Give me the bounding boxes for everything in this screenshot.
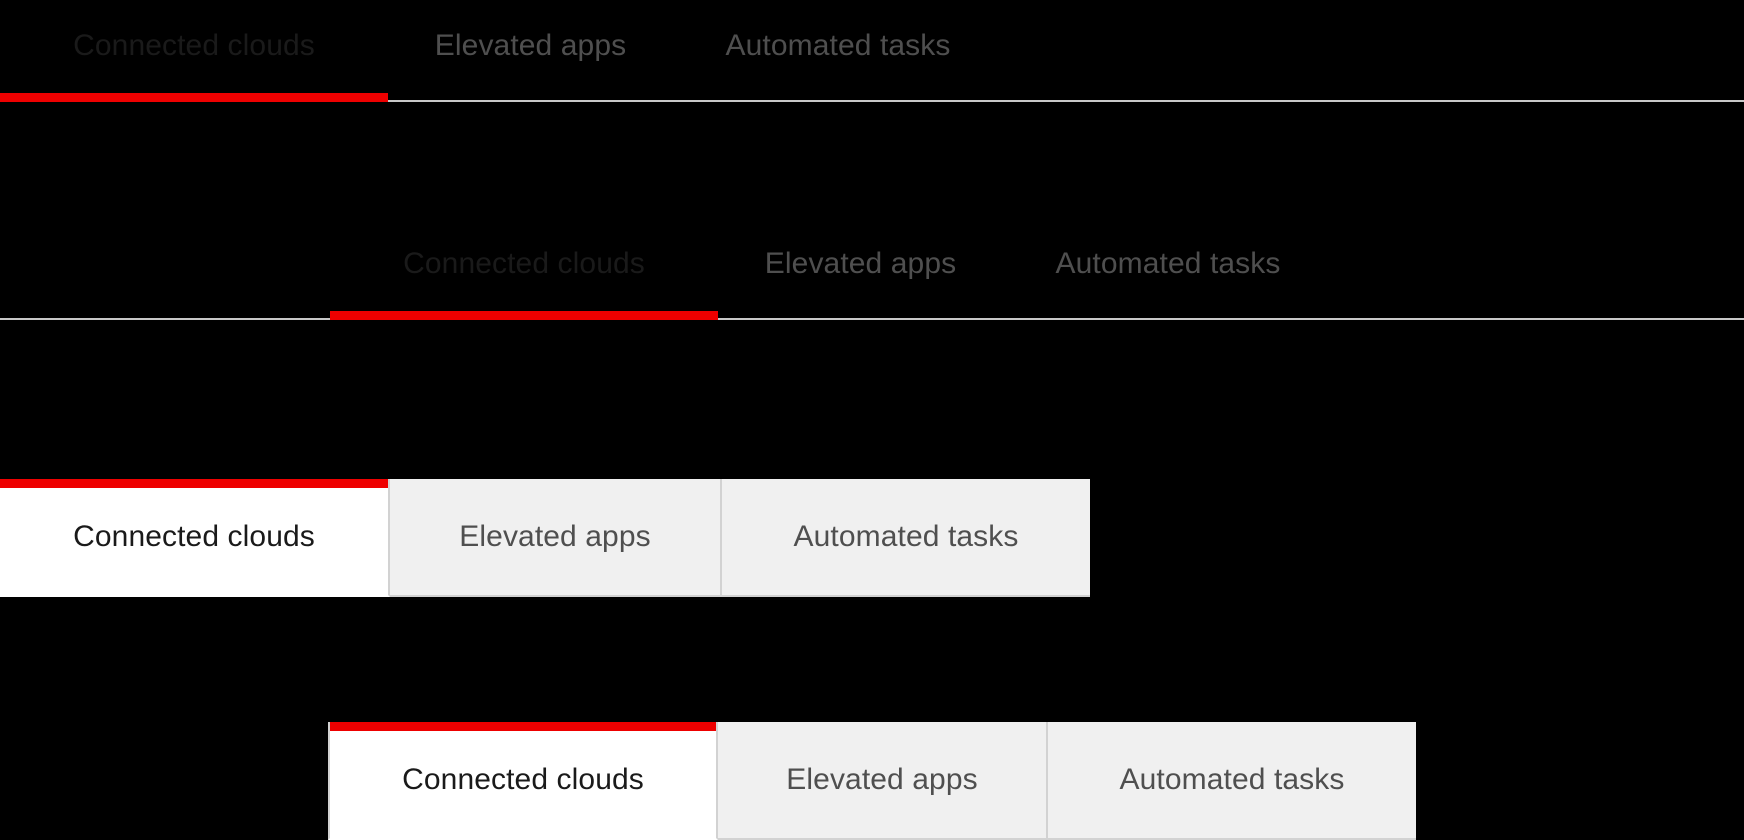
tab-automated-tasks[interactable]: Automated tasks bbox=[722, 479, 1090, 597]
tablist-underline-left-aligned: Connected clouds Elevated apps Automated… bbox=[0, 0, 1744, 102]
tab-label: Automated tasks bbox=[1055, 247, 1281, 280]
tab-label: Connected clouds bbox=[403, 247, 645, 280]
tab-active-topbar bbox=[390, 479, 720, 488]
tab-label: Automated tasks bbox=[1119, 763, 1345, 796]
tab-label: Elevated apps bbox=[764, 247, 957, 280]
tab-automated-tasks[interactable]: Automated tasks bbox=[1048, 722, 1416, 840]
tab-active-topbar bbox=[330, 722, 716, 731]
tab-connected-clouds[interactable]: Connected clouds bbox=[330, 208, 718, 320]
tab-connected-clouds[interactable]: Connected clouds bbox=[0, 479, 390, 597]
tablist-baseline-rail bbox=[0, 318, 1744, 320]
tab-label: Elevated apps bbox=[786, 763, 978, 796]
tab-active-underline bbox=[388, 93, 673, 102]
tablist-baseline-rail bbox=[0, 100, 1744, 102]
tab-active-underline bbox=[330, 311, 718, 320]
tablist-underline-indented: Connected clouds Elevated apps Automated… bbox=[0, 208, 1744, 320]
tab-elevated-apps[interactable]: Elevated apps bbox=[390, 479, 722, 597]
tab-active-topbar bbox=[722, 479, 1090, 488]
tab-active-topbar bbox=[0, 479, 388, 488]
tab-active-underline bbox=[718, 311, 1003, 320]
tab-active-underline bbox=[0, 93, 388, 102]
tab-label: Connected clouds bbox=[73, 520, 315, 553]
tab-automated-tasks[interactable]: Automated tasks bbox=[1003, 208, 1333, 320]
tab-label: Elevated apps bbox=[459, 520, 651, 553]
tab-active-underline bbox=[673, 93, 1003, 102]
tab-label: Connected clouds bbox=[402, 763, 644, 796]
tab-active-underline bbox=[1003, 311, 1333, 320]
tab-automated-tasks[interactable]: Automated tasks bbox=[673, 0, 1003, 102]
tab-elevated-apps[interactable]: Elevated apps bbox=[388, 0, 673, 102]
tab-active-topbar bbox=[718, 722, 1046, 731]
tablist-boxed-indented: Connected clouds Elevated apps Automated… bbox=[328, 722, 1416, 840]
tab-connected-clouds[interactable]: Connected clouds bbox=[0, 0, 388, 102]
tab-label: Elevated apps bbox=[434, 29, 627, 62]
tab-label: Automated tasks bbox=[793, 520, 1019, 553]
tab-label: Connected clouds bbox=[73, 29, 315, 62]
tab-connected-clouds[interactable]: Connected clouds bbox=[328, 722, 718, 840]
tablist-boxed-left-aligned: Connected clouds Elevated apps Automated… bbox=[0, 479, 1090, 597]
tab-active-topbar bbox=[1048, 722, 1416, 731]
tab-elevated-apps[interactable]: Elevated apps bbox=[718, 208, 1003, 320]
tab-label: Automated tasks bbox=[725, 29, 951, 62]
tab-elevated-apps[interactable]: Elevated apps bbox=[718, 722, 1048, 840]
